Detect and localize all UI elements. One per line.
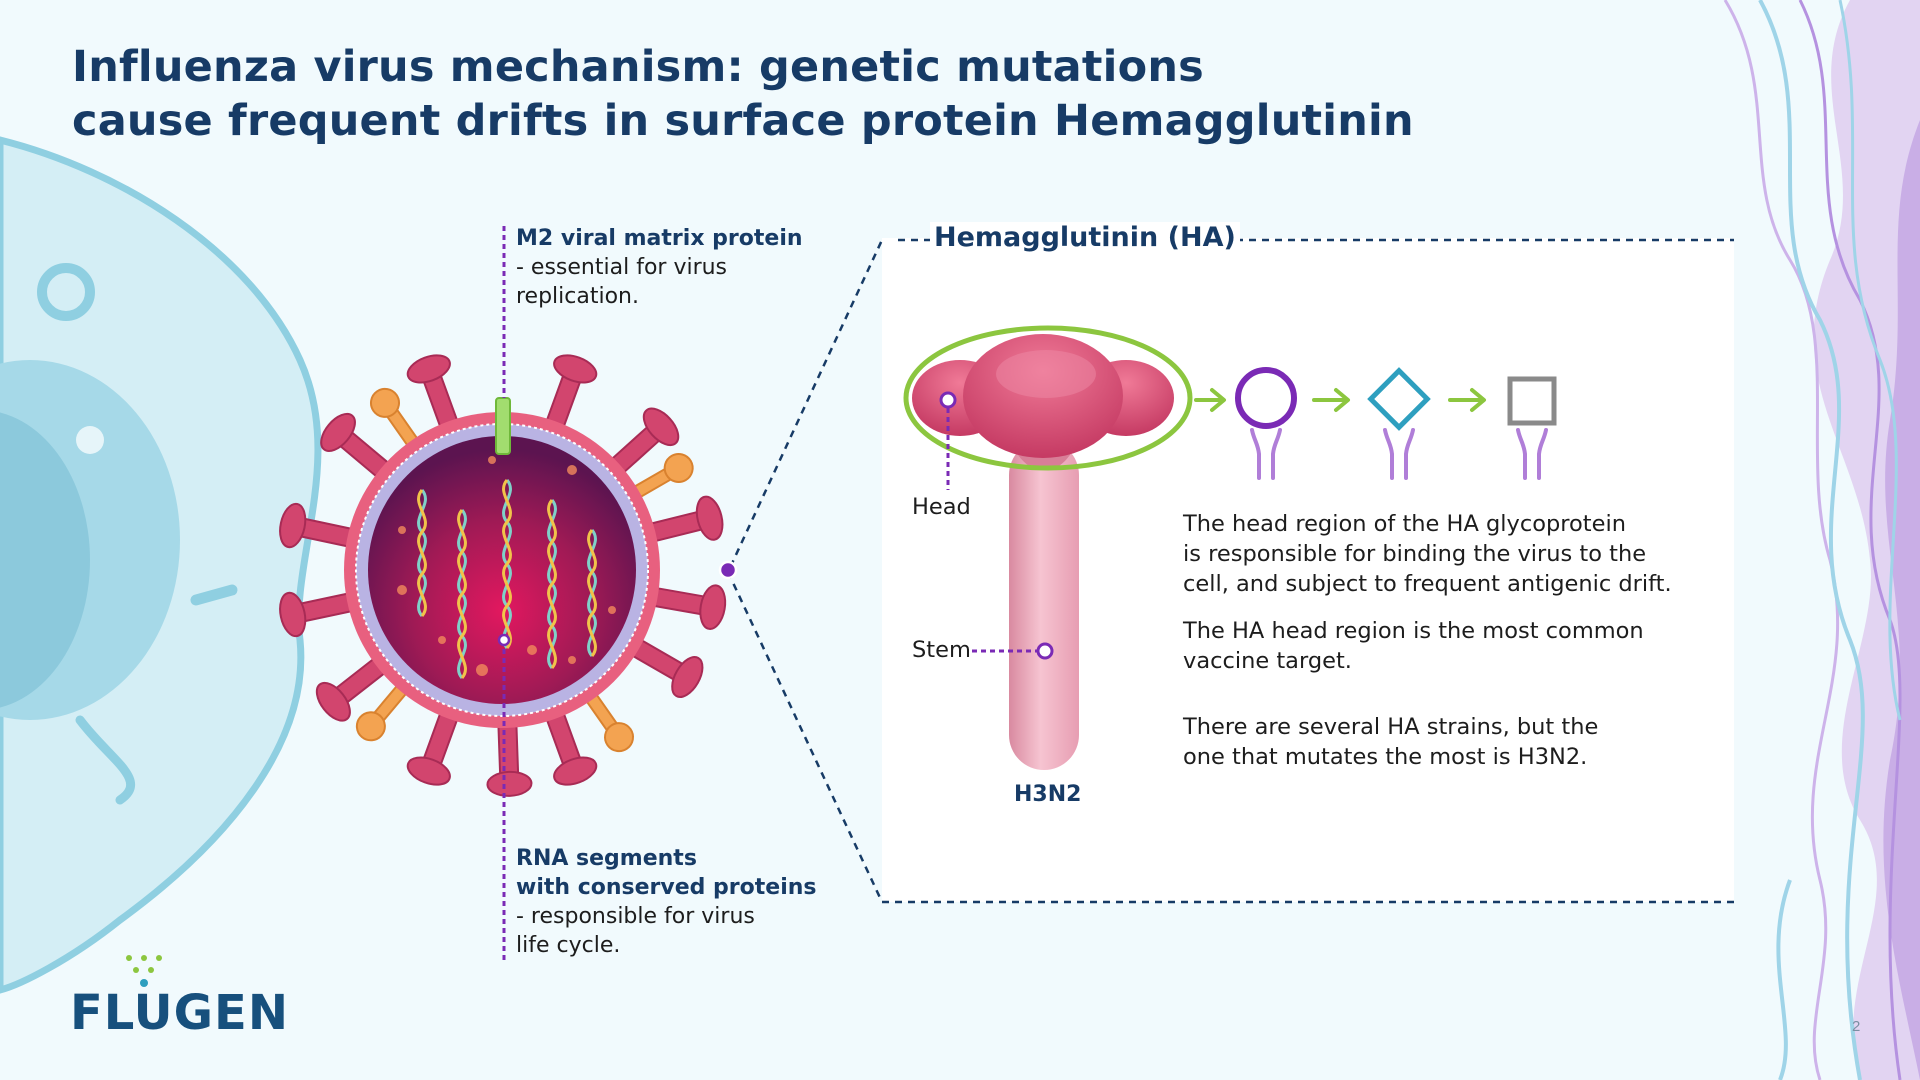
- description-line: one that mutates the most is H3N2.: [1183, 744, 1588, 770]
- ha-title: Hemagglutinin (HA): [930, 222, 1240, 253]
- description-paragraph: The head region of the HA glycoprotein i…: [1183, 509, 1672, 599]
- m2-label: M2 viral matrix protein - essential for …: [516, 224, 803, 311]
- stem-label: Stem: [912, 637, 971, 663]
- rna-desc-line: - responsible for virus: [516, 904, 755, 929]
- m2-protein-icon: [495, 397, 511, 455]
- description-paragraph: There are several HA strains, but the on…: [1183, 712, 1598, 772]
- description-line: There are several HA strains, but the: [1183, 714, 1599, 740]
- title-line: Influenza virus mechanism: genetic mutat…: [72, 42, 1204, 92]
- antibody-icon: [1383, 428, 1415, 480]
- head-label: Head: [912, 494, 971, 520]
- wave-decoration: [1723, 0, 1920, 1080]
- host-cell-illustration: [0, 136, 322, 994]
- description-line: The HA head region is the most common: [1183, 618, 1644, 644]
- description-line: is responsible for binding the virus to …: [1183, 541, 1647, 567]
- page-title: Influenza virus mechanism: genetic mutat…: [72, 40, 1414, 148]
- square-antigen-icon: [1507, 376, 1557, 426]
- arrow-right-icon: [1194, 388, 1226, 412]
- circle-antigen-icon: [1235, 367, 1297, 429]
- flugen-logo: FLUGEN: [70, 985, 289, 1041]
- diamond-antigen-icon: [1367, 367, 1431, 431]
- logo-dots: [126, 955, 162, 987]
- arrow-right-icon: [1448, 388, 1486, 412]
- rna-label: RNA segments with conserved proteins - r…: [516, 844, 817, 960]
- virus-illustration: [279, 354, 727, 797]
- rna-marker: [497, 633, 511, 647]
- stem-marker: [1036, 642, 1054, 660]
- m2-desc-line: replication.: [516, 284, 639, 309]
- head-marker: [939, 391, 957, 409]
- hemagglutinin-illustration: [912, 334, 1174, 770]
- rna-heading: RNA segments: [516, 846, 697, 871]
- page-number: 2: [1852, 1018, 1861, 1035]
- ha-spike-marker: [718, 560, 738, 580]
- title-line: cause frequent drifts in surface protein…: [72, 96, 1414, 146]
- arrow-right-icon: [1312, 388, 1350, 412]
- description-line: The head region of the HA glycoprotein: [1183, 511, 1626, 537]
- ha-head-outline: [903, 325, 1193, 471]
- description-paragraph: The HA head region is the most common va…: [1183, 616, 1644, 676]
- description-line: cell, and subject to frequent antigenic …: [1183, 571, 1672, 597]
- m2-desc-line: - essential for virus: [516, 255, 728, 280]
- rna-heading: with conserved proteins: [516, 875, 817, 900]
- strain-label: H3N2: [1014, 782, 1082, 807]
- m2-heading: M2 viral matrix protein: [516, 226, 803, 251]
- callout-frame: [726, 238, 1734, 904]
- description-line: vaccine target.: [1183, 648, 1352, 674]
- antibody-icon: [1250, 428, 1282, 480]
- rna-desc-line: life cycle.: [516, 933, 621, 958]
- antibody-icon: [1516, 428, 1548, 480]
